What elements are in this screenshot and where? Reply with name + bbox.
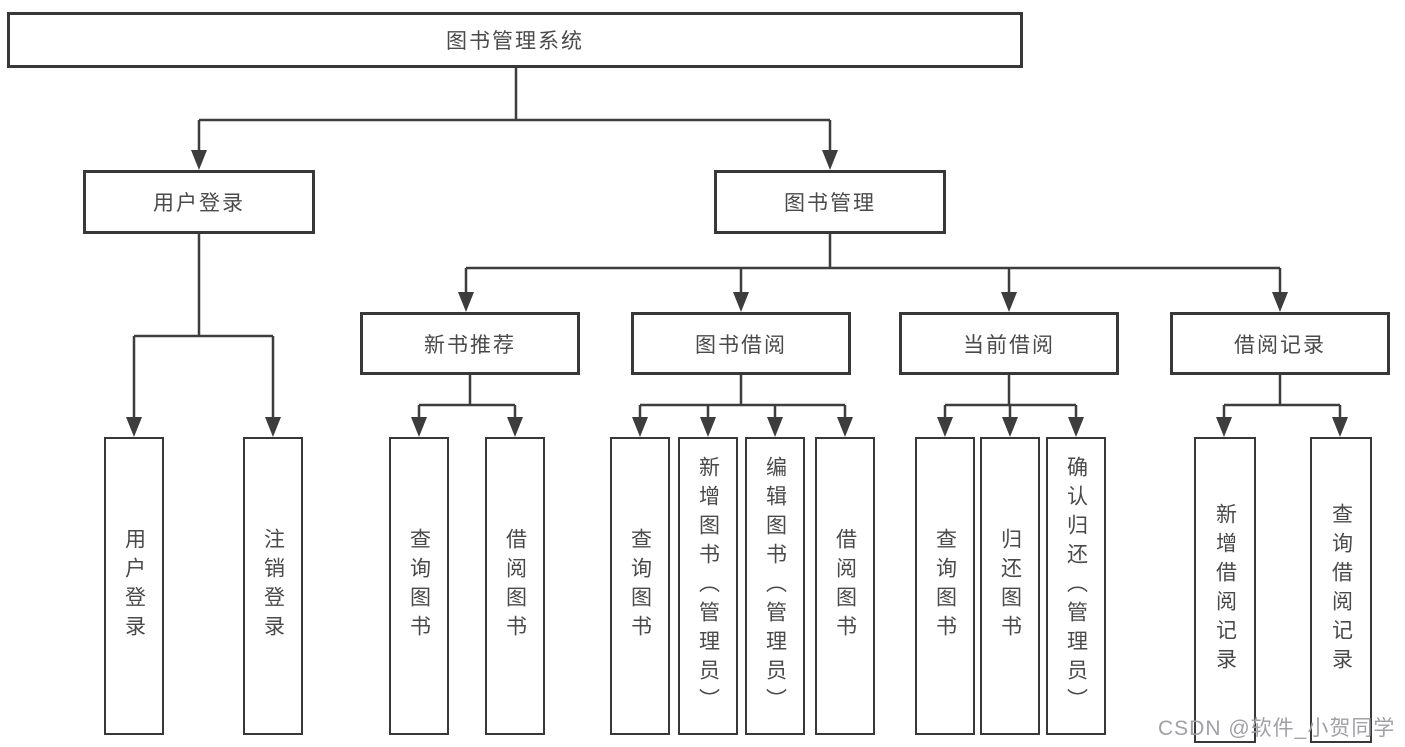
watermark: CSDN @软件_小贺同学: [1158, 717, 1396, 740]
node-borrowing-records: 借阅记录: [1170, 312, 1390, 375]
node-user-login: 用户登录: [83, 170, 315, 234]
leaf-query-borrow-record: 查询借阅记录: [1310, 437, 1372, 743]
leaf-logout: 注销登录: [243, 437, 303, 735]
leaf-add-book-admin: 新增图书（管理员）: [678, 437, 738, 735]
leaf-query-books-current: 查询图书: [915, 437, 975, 735]
leaf-confirm-return-admin: 确认归还（管理员）: [1046, 437, 1106, 735]
leaf-query-books-recommend: 查询图书: [389, 437, 449, 735]
node-book-management: 图书管理: [714, 170, 946, 234]
leaf-borrow-books-borrowing: 借阅图书: [815, 437, 875, 735]
node-library-management-system: 图书管理系统: [7, 12, 1023, 68]
leaf-user-login: 用户登录: [104, 437, 164, 735]
leaf-edit-book-admin: 编辑图书（管理员）: [745, 437, 805, 735]
leaf-return-books: 归还图书: [980, 437, 1040, 735]
leaf-add-borrow-record: 新增借阅记录: [1194, 437, 1256, 743]
node-book-borrowing: 图书借阅: [631, 312, 851, 375]
leaf-borrow-books-recommend: 借阅图书: [485, 437, 545, 735]
node-current-borrowing: 当前借阅: [899, 312, 1119, 375]
leaf-query-books-borrowing: 查询图书: [610, 437, 670, 735]
node-new-book-recommend: 新书推荐: [360, 312, 580, 375]
